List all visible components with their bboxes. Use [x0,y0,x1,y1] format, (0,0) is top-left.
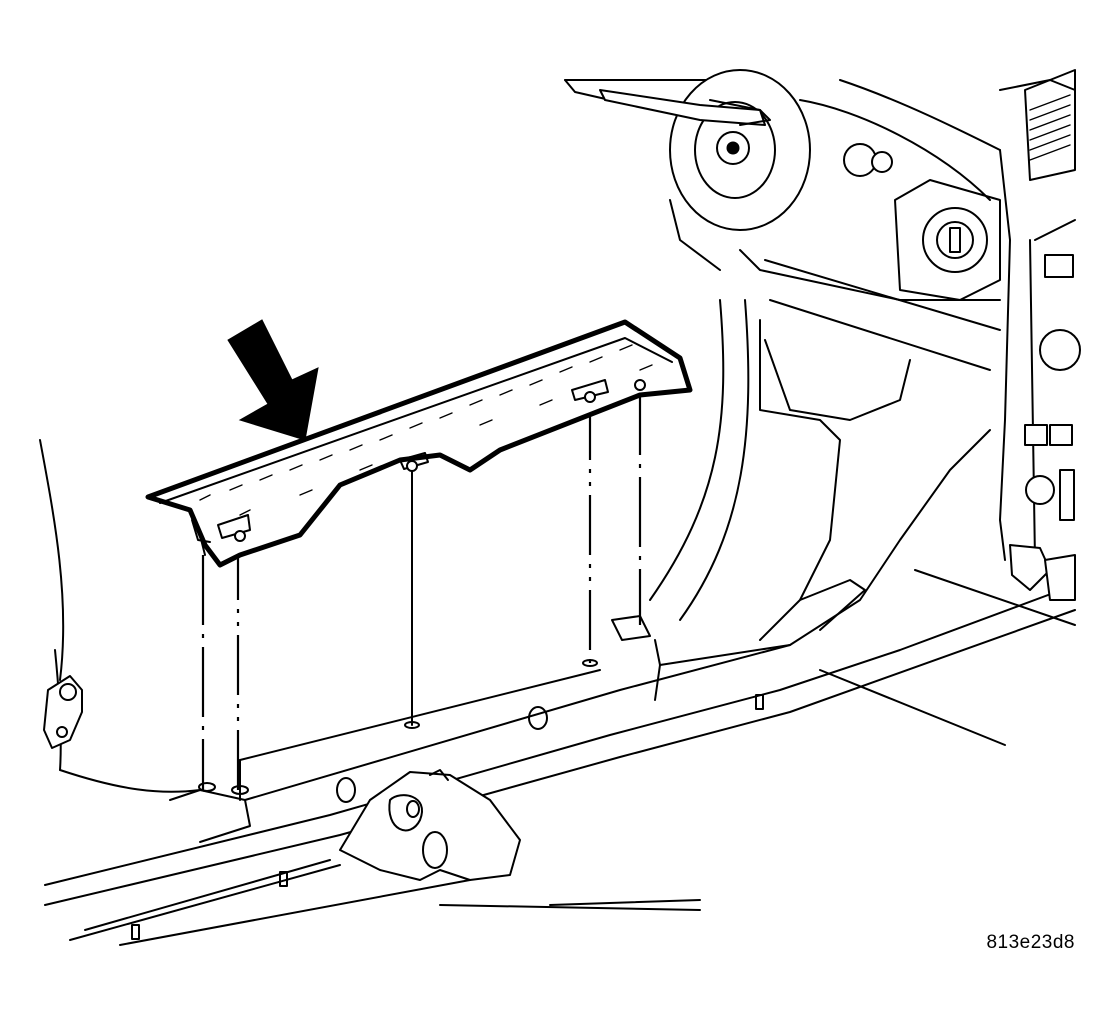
kick-panel [611,299,991,701]
air-vent [1024,69,1076,181]
figure-id-label: 813e23d8 [986,932,1075,953]
floor-crossmember [339,769,521,881]
door-sill-trim-panel [145,319,693,568]
rocker-sill-floor [44,569,1076,946]
sill-holes [131,659,764,940]
alignment-lines [201,385,642,790]
seat-bracket [43,675,83,749]
radio-controls [1009,254,1081,601]
instrument-panel [564,79,1076,561]
panel-texture [199,344,653,516]
callout-arrow [227,319,319,441]
ignition-switch [922,207,988,273]
steering-column [599,69,893,231]
